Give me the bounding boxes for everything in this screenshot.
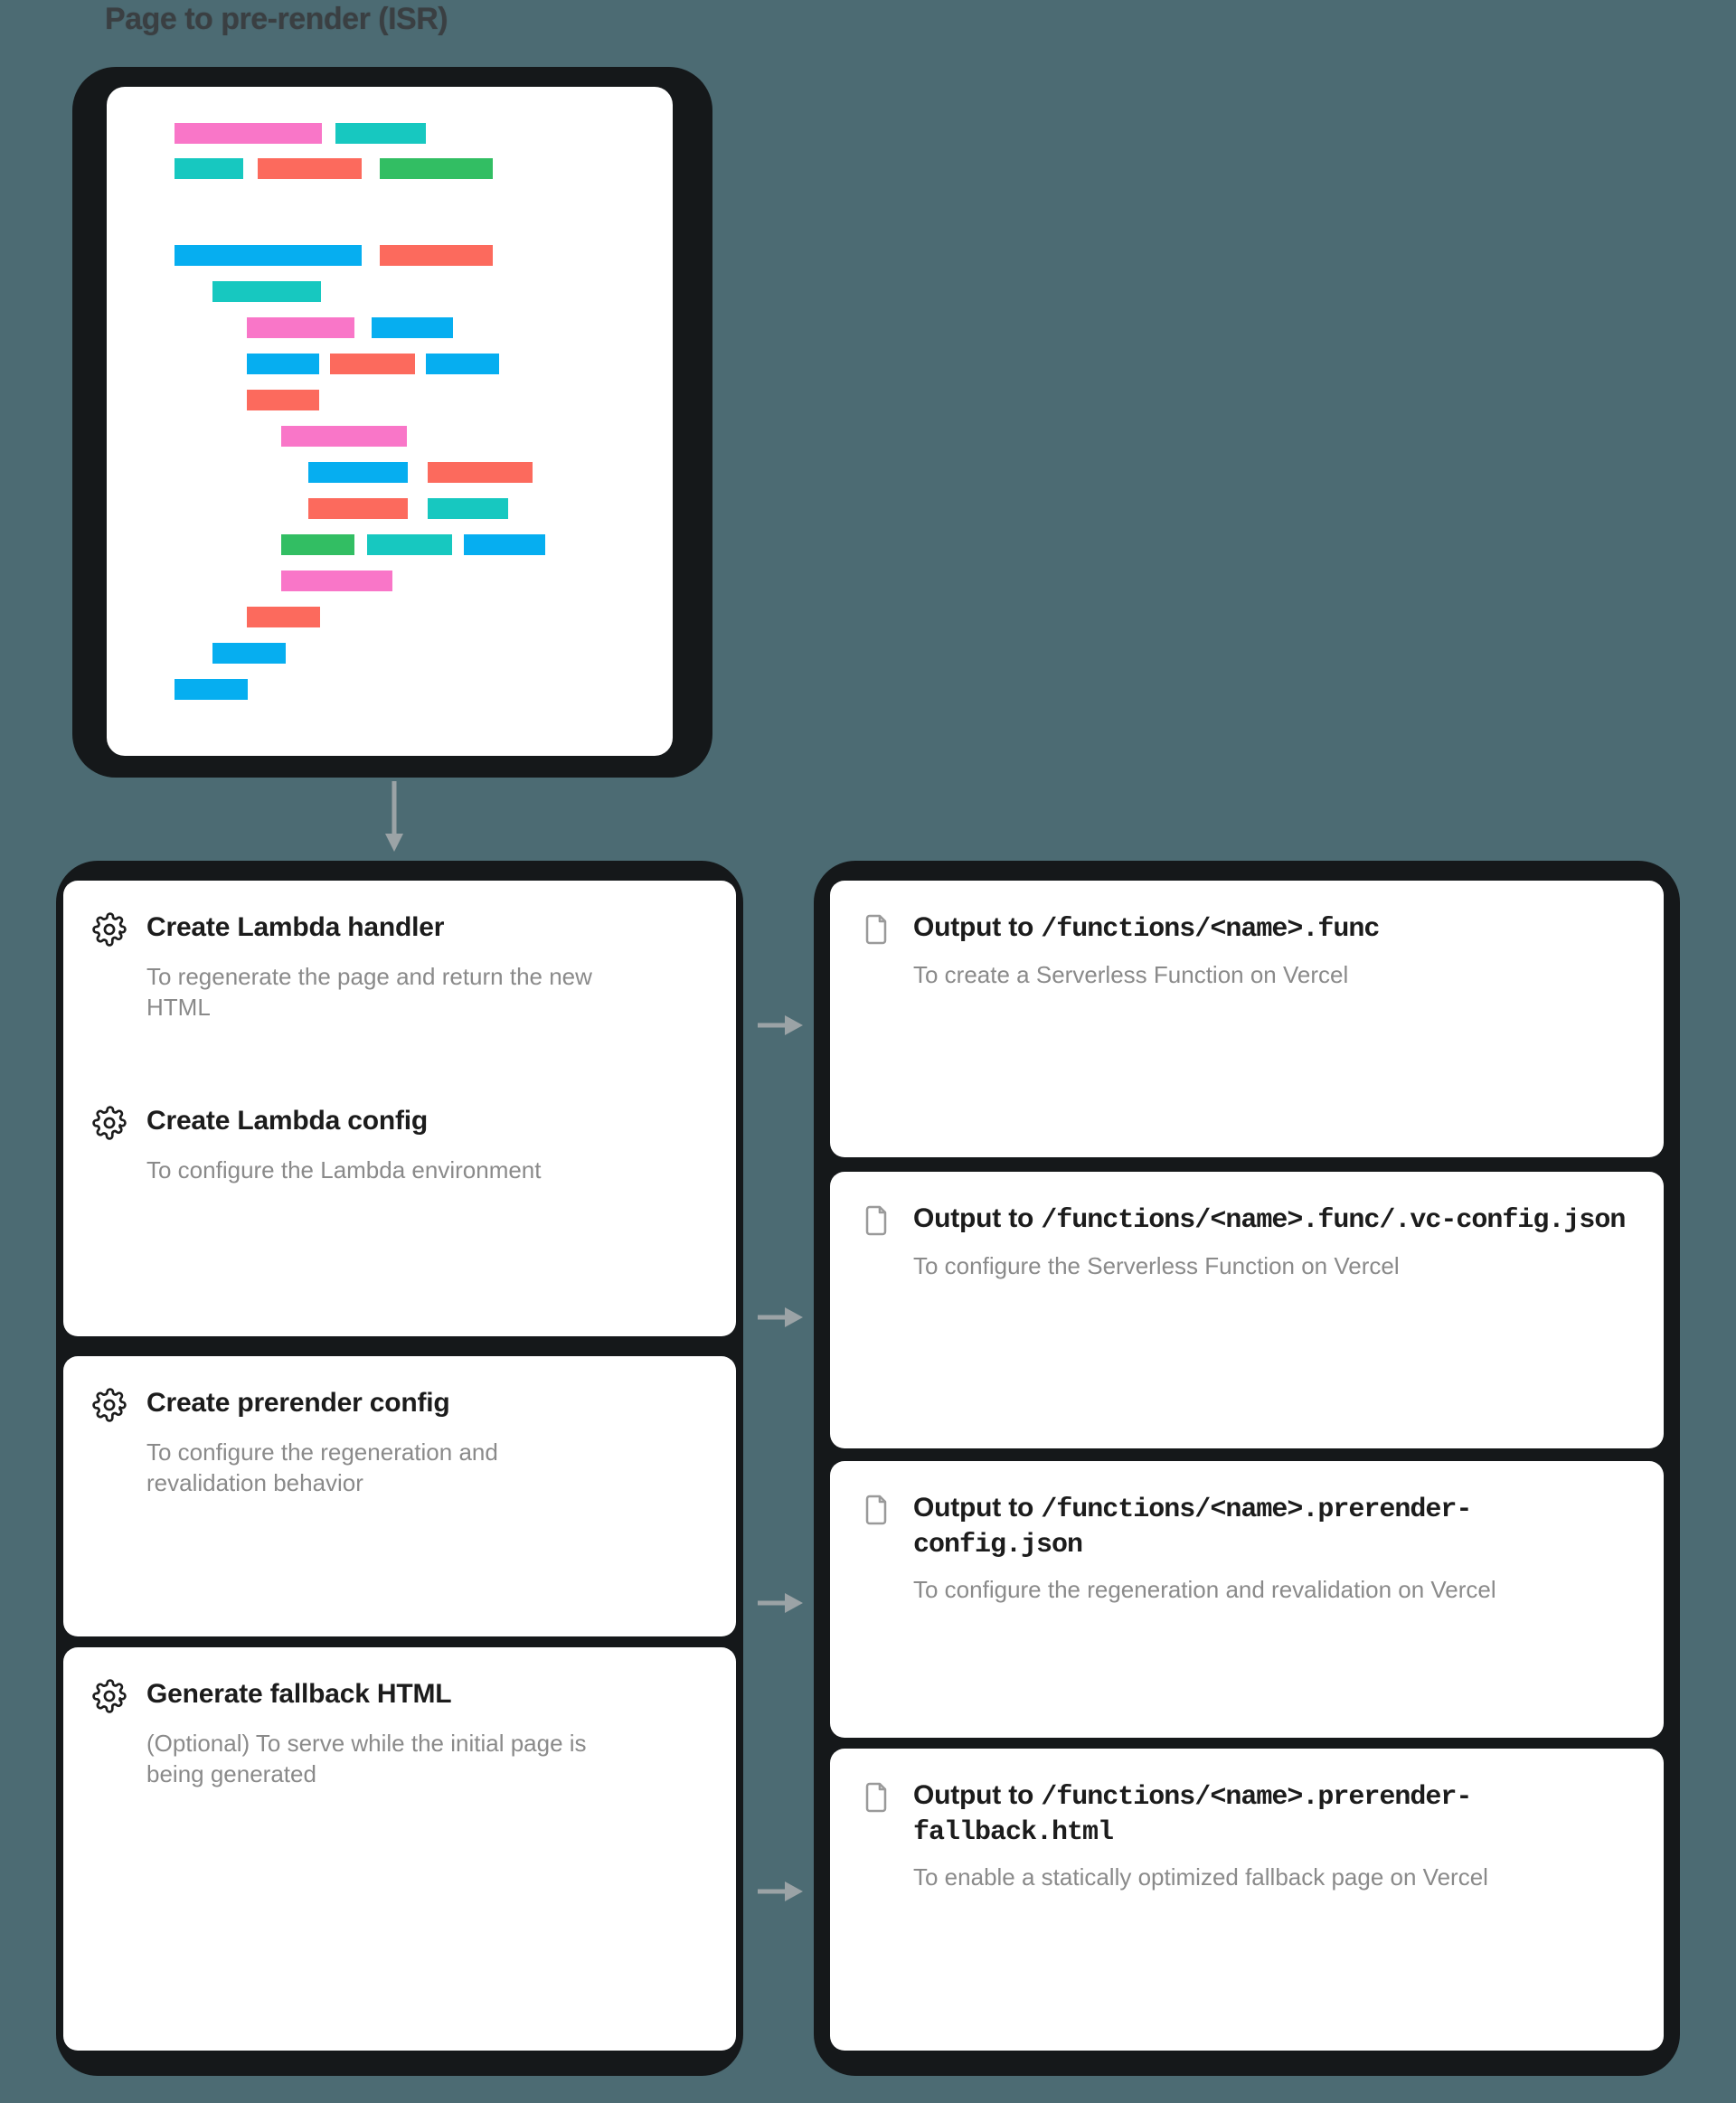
step-card[interactable]: Create prerender config To configure the… bbox=[63, 1356, 736, 1636]
code-bar bbox=[175, 123, 322, 144]
output-description: To enable a statically optimized fallbac… bbox=[913, 1863, 1488, 1891]
code-bar bbox=[428, 498, 508, 519]
code-bar bbox=[308, 498, 408, 519]
code-bar bbox=[175, 158, 243, 179]
page-title: Page to pre-render (ISR) bbox=[105, 2, 448, 36]
arrow-right-icon bbox=[758, 1593, 803, 1613]
code-bar bbox=[330, 354, 415, 374]
step-title: Generate fallback HTML bbox=[146, 1679, 452, 1709]
output-title-prefix: Output to bbox=[913, 912, 1042, 942]
output-description: To configure the regeneration and revali… bbox=[913, 1576, 1496, 1604]
gear-icon bbox=[92, 1388, 127, 1422]
code-bar bbox=[247, 354, 319, 374]
code-bar bbox=[212, 643, 286, 664]
output-card[interactable]: Output to /functions/<name>.prerender-fa… bbox=[830, 1749, 1664, 2051]
output-description: To configure the Serverless Function on … bbox=[913, 1252, 1400, 1279]
step-card[interactable]: Generate fallback HTML (Optional) To ser… bbox=[63, 1647, 736, 2051]
page-source-preview bbox=[107, 87, 673, 756]
step-header: Generate fallback HTML bbox=[92, 1678, 705, 1713]
gear-icon bbox=[92, 1106, 127, 1140]
output-title: Output to /functions/<name>.prerender-co… bbox=[913, 1492, 1633, 1561]
code-bar bbox=[426, 354, 499, 374]
output-card[interactable]: Output to /functions/<name>.func To crea… bbox=[830, 881, 1664, 1157]
file-icon bbox=[865, 914, 887, 945]
code-bar bbox=[281, 534, 354, 555]
output-header: Output to /functions/<name>.prerender-fa… bbox=[859, 1779, 1633, 1849]
arrow-right-icon bbox=[758, 1881, 803, 1901]
output-title-prefix: Output to bbox=[913, 1493, 1042, 1523]
file-icon bbox=[865, 1205, 887, 1236]
output-header: Output to /functions/<name>.func/.vc-con… bbox=[859, 1202, 1633, 1238]
code-bar bbox=[372, 317, 453, 338]
output-header: Output to /functions/<name>.prerender-co… bbox=[859, 1492, 1633, 1561]
output-header: Output to /functions/<name>.func bbox=[859, 911, 1633, 947]
gear-icon bbox=[92, 1679, 127, 1713]
step-description: To configure the Lambda environment bbox=[146, 1156, 542, 1184]
code-bar bbox=[281, 426, 407, 447]
code-bar bbox=[281, 571, 392, 591]
output-title-prefix: Output to bbox=[913, 1203, 1042, 1233]
step-header: Create Lambda handler bbox=[92, 911, 705, 947]
file-icon bbox=[865, 1782, 887, 1813]
code-bar bbox=[308, 462, 408, 483]
step-description: To regenerate the page and return the ne… bbox=[146, 963, 592, 1022]
step-header: Create Lambda config bbox=[92, 1105, 705, 1140]
gear-icon bbox=[92, 912, 127, 947]
code-bar bbox=[175, 245, 362, 266]
code-bar bbox=[335, 123, 426, 144]
code-bar bbox=[247, 607, 320, 627]
code-bar bbox=[247, 317, 354, 338]
step-description: (Optional) To serve while the initial pa… bbox=[146, 1730, 587, 1788]
output-title-path: /functions/<name>.func bbox=[1041, 914, 1380, 945]
output-title-path: /functions/<name>.func/.vc-config.json bbox=[1041, 1205, 1626, 1236]
step-title: Create Lambda handler bbox=[146, 912, 445, 942]
output-title: Output to /functions/<name>.func bbox=[913, 911, 1380, 947]
code-bar bbox=[247, 390, 319, 410]
step-card[interactable]: Create Lambda config To configure the La… bbox=[63, 1074, 736, 1336]
file-icon bbox=[865, 1495, 887, 1525]
code-bar bbox=[464, 534, 545, 555]
code-bar bbox=[258, 158, 362, 179]
step-title: Create Lambda config bbox=[146, 1106, 429, 1136]
output-title-prefix: Output to bbox=[913, 1780, 1042, 1810]
step-description: To configure the regeneration and revali… bbox=[146, 1438, 498, 1497]
code-bar bbox=[428, 462, 533, 483]
code-bar bbox=[367, 534, 452, 555]
output-description: To create a Serverless Function on Verce… bbox=[913, 961, 1349, 988]
code-bar bbox=[175, 679, 248, 700]
output-card[interactable]: Output to /functions/<name>.prerender-co… bbox=[830, 1461, 1664, 1738]
code-bar bbox=[380, 158, 493, 179]
code-bar bbox=[212, 281, 321, 302]
step-header: Create prerender config bbox=[92, 1387, 705, 1422]
code-bar bbox=[380, 245, 493, 266]
output-title: Output to /functions/<name>.prerender-fa… bbox=[913, 1779, 1633, 1849]
output-title-path: /functions/<name>.prerender-fallback.htm… bbox=[913, 1782, 1472, 1848]
output-title-path: /functions/<name>.prerender-config.json bbox=[913, 1495, 1472, 1561]
arrow-down-icon bbox=[385, 781, 403, 852]
step-title: Create prerender config bbox=[146, 1388, 450, 1418]
arrow-right-icon bbox=[758, 1307, 803, 1327]
output-card[interactable]: Output to /functions/<name>.func/.vc-con… bbox=[830, 1172, 1664, 1448]
output-title: Output to /functions/<name>.func/.vc-con… bbox=[913, 1202, 1626, 1238]
arrow-right-icon bbox=[758, 1015, 803, 1035]
